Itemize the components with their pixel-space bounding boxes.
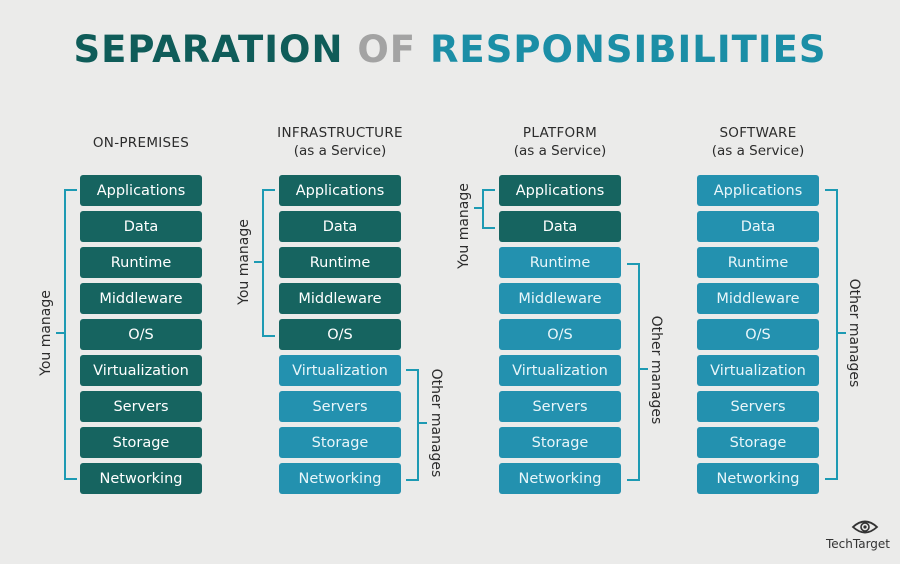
iaas-layer-networking: Networking [279,463,401,494]
paas-layer-storage: Storage [499,427,621,458]
saas-layer-runtime: Runtime [697,247,819,278]
iaas-layer-virtualization: Virtualization [279,355,401,386]
bracket-tick [254,261,262,263]
onprem-layer-os: O/S [80,319,202,350]
paas-other-manages-bracket [627,263,640,481]
paas-other-manages-label: Other manages [648,315,664,425]
paas-layer-networking: Networking [499,463,621,494]
bracket-tick [640,368,648,370]
iaas-layer-storage: Storage [279,427,401,458]
iaas-other-manages-label: Other manages [428,368,444,478]
onprem-layer-virtualization: Virtualization [80,355,202,386]
bracket-tick [419,422,427,424]
onprem-layer-runtime: Runtime [80,247,202,278]
heading-text: SOFTWARE [719,125,797,141]
onprem-layer-middleware: Middleware [80,283,202,314]
onprem-you-manage-bracket [64,189,77,480]
onprem-layer-storage: Storage [80,427,202,458]
saas-layer-networking: Networking [697,463,819,494]
paas-layer-middleware: Middleware [499,283,621,314]
heading-text: ON-PREMISES [92,135,190,151]
onprem-layer-networking: Networking [80,463,202,494]
saas-layer-data: Data [697,211,819,242]
heading-subtext: (as a Service) [711,143,805,159]
iaas-layer-middleware: Middleware [279,283,401,314]
heading-subtext: (as a Service) [513,143,607,159]
heading-text: PLATFORM [522,125,598,141]
saas-other-manages-bracket [825,189,838,480]
page-title: SEPARATION OF RESPONSIBILITIES [0,28,900,71]
onprem-layer-applications: Applications [80,175,202,206]
paas-layer-applications: Applications [499,175,621,206]
paas-layer-os: O/S [499,319,621,350]
heading-text: INFRASTRUCTURE [277,125,403,141]
saas-layer-applications: Applications [697,175,819,206]
heading-subtext: (as a Service) [293,143,387,159]
iaas-layer-runtime: Runtime [279,247,401,278]
techtarget-logo-text: TechTarget [826,537,891,551]
iaas-layer-data: Data [279,211,401,242]
title-word-responsibilities: RESPONSIBILITIES [429,28,827,71]
saas-layer-os: O/S [697,319,819,350]
iaas-layer-os: O/S [279,319,401,350]
title-word-separation: SEPARATION [73,28,344,71]
iaas-layer-applications: Applications [279,175,401,206]
paas-you-manage-label: You manage [456,183,472,269]
saas-layer-storage: Storage [697,427,819,458]
saas-layer-virtualization: Virtualization [697,355,819,386]
onprem-layer-data: Data [80,211,202,242]
eye-icon [851,520,879,534]
bracket-tick [474,207,482,209]
paas-layer-servers: Servers [499,391,621,422]
column-heading-saas: SOFTWARE (as a Service) [658,124,858,160]
bracket-tick [838,332,846,334]
onprem-you-manage-label: You manage [38,290,54,376]
iaas-you-manage-bracket [262,189,275,337]
paas-you-manage-bracket [482,189,495,229]
title-word-of: OF [357,28,417,71]
paas-layer-virtualization: Virtualization [499,355,621,386]
iaas-other-manages-bracket [406,369,419,481]
paas-layer-data: Data [499,211,621,242]
bracket-tick [56,332,64,334]
paas-layer-runtime: Runtime [499,247,621,278]
column-heading-paas: PLATFORM (as a Service) [460,124,660,160]
saas-layer-servers: Servers [697,391,819,422]
iaas-layer-servers: Servers [279,391,401,422]
iaas-you-manage-label: You manage [236,219,252,305]
saas-other-manages-label: Other manages [846,278,862,388]
onprem-layer-servers: Servers [80,391,202,422]
column-heading-on-premises: ON-PREMISES [41,134,241,152]
saas-layer-middleware: Middleware [697,283,819,314]
column-heading-iaas: INFRASTRUCTURE (as a Service) [240,124,440,160]
